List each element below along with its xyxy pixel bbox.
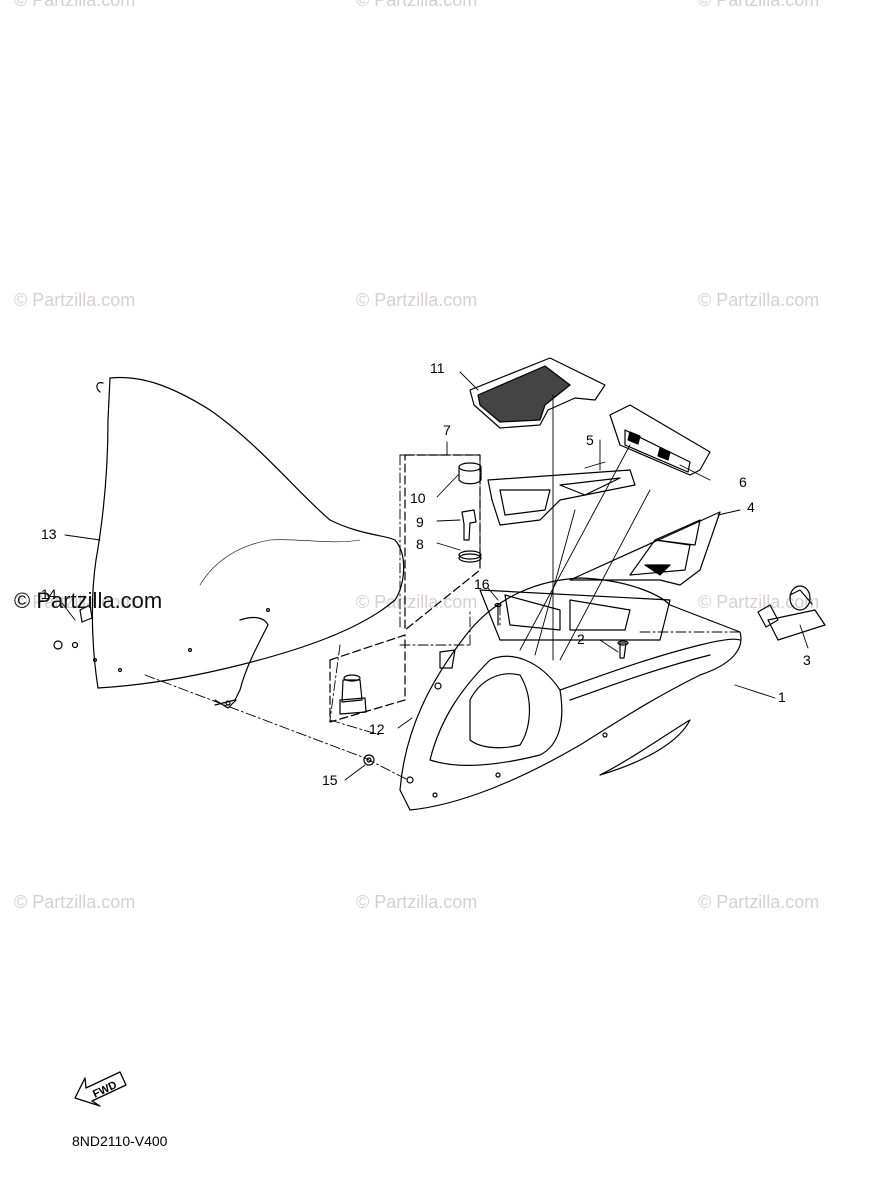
- callout-4: 4: [747, 499, 755, 515]
- key-part-9: [461, 509, 477, 541]
- callout-13: 13: [41, 526, 57, 542]
- ring-part-8: [458, 550, 482, 563]
- key-set-bracket-7: [329, 454, 481, 723]
- watermark: © Partzilla.com: [14, 892, 136, 912]
- watermark: © Partzilla.com: [698, 290, 820, 310]
- callout-16: 16: [474, 576, 490, 592]
- nose-cowl-part-1: [399, 577, 742, 811]
- callout-15: 15: [322, 772, 338, 788]
- nut-part-15: [363, 754, 375, 766]
- fwd-label: FWD: [91, 1079, 119, 1100]
- plug-part-3: [757, 585, 826, 641]
- mesh-panel-part-4: [569, 511, 721, 586]
- watermark: © Partzilla.com: [698, 592, 820, 612]
- switch-part-12: [339, 674, 367, 715]
- callout-14: 14: [41, 586, 57, 602]
- fwd-arrow-icon: [74, 1071, 127, 1107]
- net-pocket-part-11: [469, 357, 606, 429]
- callout-1: 1: [778, 689, 786, 705]
- callout-12: 12: [369, 721, 385, 737]
- watermark: © Partzilla.com: [14, 0, 136, 10]
- callout-8: 8: [416, 536, 424, 552]
- watermark: © Partzilla.com: [356, 290, 478, 310]
- callout-5: 5: [586, 432, 594, 448]
- screw-part-2: [617, 640, 629, 659]
- callout-7: 7: [443, 422, 451, 438]
- callout-9: 9: [416, 514, 424, 530]
- drawing-code: 8ND2110-V400: [72, 1133, 168, 1149]
- callout-3: 3: [803, 652, 811, 668]
- fastener-part-14: [53, 604, 93, 650]
- callout-2: 2: [577, 631, 585, 647]
- mesh-frame-part-5: [487, 469, 636, 526]
- watermark: © Partzilla.com: [14, 592, 136, 612]
- screw-part-16: [494, 602, 502, 626]
- watermark: © Partzilla.com: [356, 0, 478, 10]
- storage-box-part-6: [609, 404, 711, 476]
- watermark: © Partzilla.com: [698, 0, 820, 10]
- watermark: © Partzilla.com: [698, 892, 820, 912]
- callout-6: 6: [739, 474, 747, 490]
- callout-11: 11: [430, 360, 445, 376]
- watermark: © Partzilla.com: [356, 892, 478, 912]
- windshield-part-13: [71, 376, 405, 709]
- cap-part-10: [458, 462, 482, 485]
- watermark: © Partzilla.com: [14, 290, 136, 310]
- watermark-overlay: © Partzilla.com: [14, 588, 163, 613]
- callout-10: 10: [410, 490, 426, 506]
